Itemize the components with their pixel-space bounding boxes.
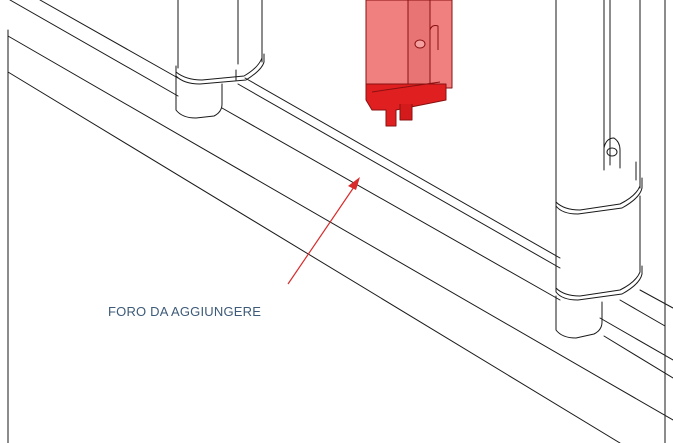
annotation-label: FORO DA AGGIUNGERE <box>108 304 262 319</box>
diagonal-rail <box>7 0 673 443</box>
arrowhead-icon <box>348 177 360 190</box>
highlighted-part <box>365 0 453 127</box>
annotation-arrow <box>287 177 360 285</box>
left-post <box>175 0 265 119</box>
view-frame <box>7 0 666 443</box>
right-post <box>555 0 643 339</box>
